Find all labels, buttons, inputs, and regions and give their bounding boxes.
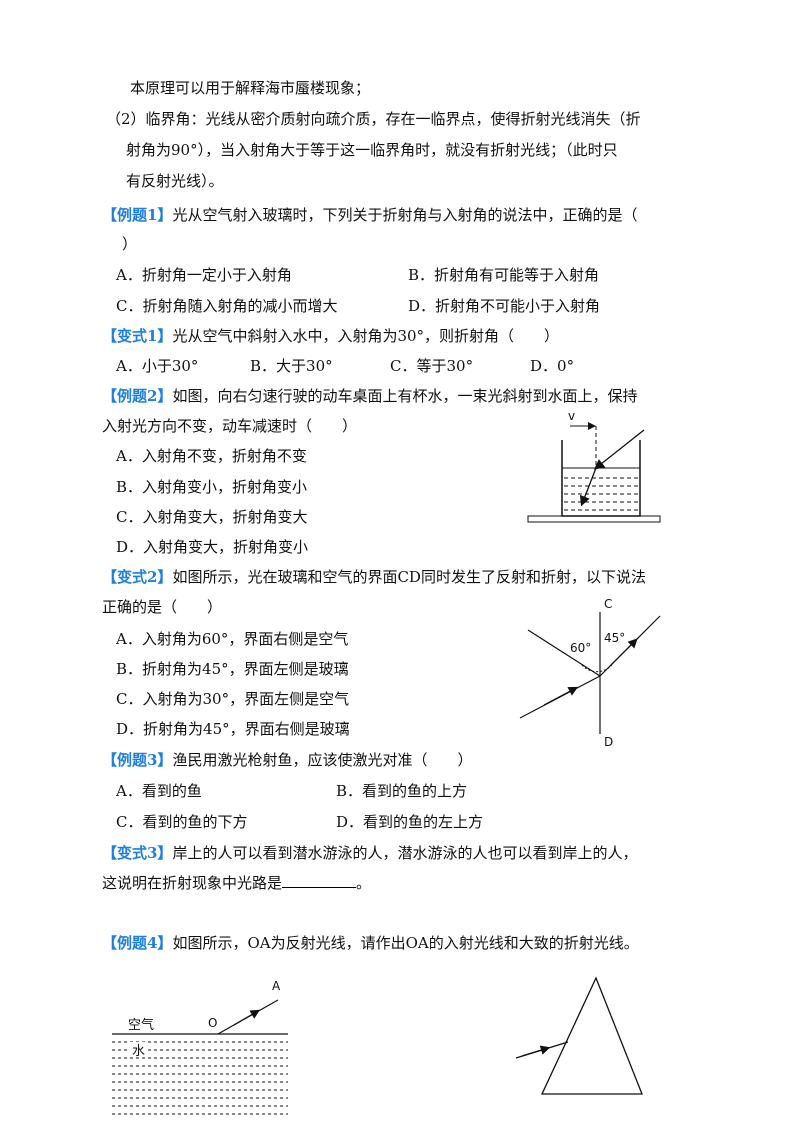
ray-upper-right-arrow: [609, 638, 638, 667]
prism-figure: [515, 976, 643, 1095]
incident-ray: [593, 429, 645, 470]
q3-tag: 【例题3】: [102, 751, 173, 769]
q1-text-1: 光从空气射入玻璃时，下列关于折射角与入射角的说法中，正确的是（: [172, 206, 638, 224]
q2-option-a: A．入射角不变，折射角不变: [116, 447, 307, 465]
v2-option-b: B．折射角为45°，界面左侧是玻璃: [116, 660, 349, 678]
v3-text-2: 这说明在折射现象中光路是 。: [102, 873, 371, 893]
v3-text-2a: 这说明在折射现象中光路是: [102, 874, 283, 892]
label-d: D: [604, 735, 613, 749]
q2-tag: 【例题2】: [102, 387, 173, 405]
q4-stem: 【例题4】如图所示，OA为反射光线，请作出OA的入射光线和大致的折射光线。: [102, 933, 639, 953]
v1-option-a: A．小于30°: [116, 357, 199, 375]
v1-stem: 【变式1】光从空气中斜射入水中，入射角为30°，则折射角（ ）: [102, 326, 559, 346]
ray-upper-left: [527, 629, 601, 677]
v2-tag: 【变式2】: [102, 568, 173, 586]
q1-option-d: D．折射角不可能小于入射角: [408, 297, 601, 315]
prism-triangle: [540, 976, 643, 1095]
v1-tag: 【变式1】: [102, 327, 173, 345]
ray-lower-left-arrow: [543, 686, 579, 706]
q2-text-1: 如图，向右匀速行驶的动车桌面上有杯水，一束光斜射到水面上，保持: [172, 387, 638, 405]
v1-option-d: D．0°: [530, 357, 575, 375]
intro-line-3: 射角为90°），当入射角大于等于这一临界角时，就没有折射光线；（此时只: [126, 141, 618, 159]
q2-cup-figure: v: [527, 409, 661, 523]
v2-option-d: D．折射角为45°，界面右侧是玻璃: [116, 720, 350, 738]
v3-text-1: 岸上的人可以看到潜水游泳的人，潜水游泳的人也可以看到岸上的人，: [172, 844, 638, 862]
q1-stem: 【例题1】光从空气射入玻璃时，下列关于折射角与入射角的说法中，正确的是（: [102, 205, 637, 225]
q1-text-2: ）: [122, 235, 138, 253]
v3-tag: 【变式3】: [102, 844, 173, 862]
water-dashes: [564, 477, 638, 511]
label-water: 水: [132, 1044, 145, 1059]
v3-text-2b: 。: [356, 874, 372, 892]
q3-option-c: C．看到的鱼的下方: [116, 813, 248, 831]
v1-text: 光从空气中斜射入水中，入射角为30°，则折射角（ ）: [172, 327, 560, 345]
intro-line-4: 有反射光线）。: [126, 172, 224, 190]
label-a: A: [272, 979, 281, 993]
v2-option-c: C．入射角为30°，界面左侧是空气: [116, 690, 350, 708]
ray-oa-arrow: [233, 1009, 261, 1026]
q3-option-b: B．看到的鱼的上方: [336, 782, 468, 800]
q3-stem: 【例题3】渔民用激光枪射鱼，应该使激光对准（ ）: [102, 750, 472, 770]
q3-option-d: D．看到的鱼的左上方: [336, 813, 484, 831]
label-60: 60°: [570, 641, 591, 655]
q2-option-d: D．入射角变大，折射角变小: [116, 538, 309, 556]
v2-text-1: 如图所示，光在玻璃和空气的界面CD同时发生了反射和折射，以下说法: [172, 568, 646, 586]
q4-text: 如图所示，OA为反射光线，请作出OA的入射光线和大致的折射光线。: [172, 934, 639, 952]
water-dashes: [112, 1041, 288, 1115]
q2-option-b: B．入射角变小，折射角变小: [116, 478, 308, 496]
v2-interface-figure: C D 60° 45°: [519, 597, 661, 749]
answer-blank[interactable]: [282, 873, 357, 888]
q2-option-c: C．入射角变大，折射角变大: [116, 508, 308, 526]
q1-option-c: C．折射角随入射角的减小而增大: [116, 297, 338, 315]
label-air: 空气: [128, 1017, 154, 1033]
angle-arc: [581, 661, 615, 673]
incident-ray-arrow: [521, 1045, 551, 1057]
q2-text-2: 入射光方向不变，动车减速时（ ）: [102, 417, 358, 435]
v1-option-c: C．等于30°: [390, 357, 474, 375]
q1-option-a: A．折射角一定小于入射角: [116, 266, 292, 284]
q2-stem: 【例题2】如图，向右匀速行驶的动车桌面上有杯水，一束光斜射到水面上，保持: [102, 386, 637, 406]
v2-text-2: 正确的是（ ）: [102, 598, 223, 616]
v1-option-b: B．大于30°: [250, 357, 333, 375]
refracted-ray: [579, 467, 597, 507]
v2-option-a: A．入射角为60°，界面右侧是空气: [116, 630, 349, 648]
q4-tag: 【例题4】: [102, 934, 173, 952]
v2-stem: 【变式2】如图所示，光在玻璃和空气的界面CD同时发生了反射和折射，以下说法: [102, 567, 646, 587]
q1-tag: 【例题1】: [102, 206, 173, 224]
intro-line-2: （2）临界角：光线从密介质射向疏介质，存在一临界点，使得折射光线消失（折: [106, 110, 641, 128]
v3-stem: 【变式3】岸上的人可以看到潜水游泳的人，潜水游泳的人也可以看到岸上的人，: [102, 843, 637, 863]
label-c: C: [604, 597, 612, 611]
q3-text: 渔民用激光枪射鱼，应该使激光对准（ ）: [172, 751, 473, 769]
velocity-label: v: [568, 409, 575, 423]
q3-option-a: A．看到的鱼: [116, 782, 202, 800]
label-o: O: [208, 1016, 217, 1030]
q1-option-b: B．折射角有可能等于入射角: [408, 266, 600, 284]
water-label-bg: [130, 1042, 146, 1057]
intro-line-1: 本原理可以用于解释海市蜃楼现象；: [130, 79, 371, 97]
table-top: [527, 515, 661, 523]
label-45: 45°: [604, 631, 625, 645]
q4-water-figure: 空气 水 O A: [112, 979, 288, 1115]
